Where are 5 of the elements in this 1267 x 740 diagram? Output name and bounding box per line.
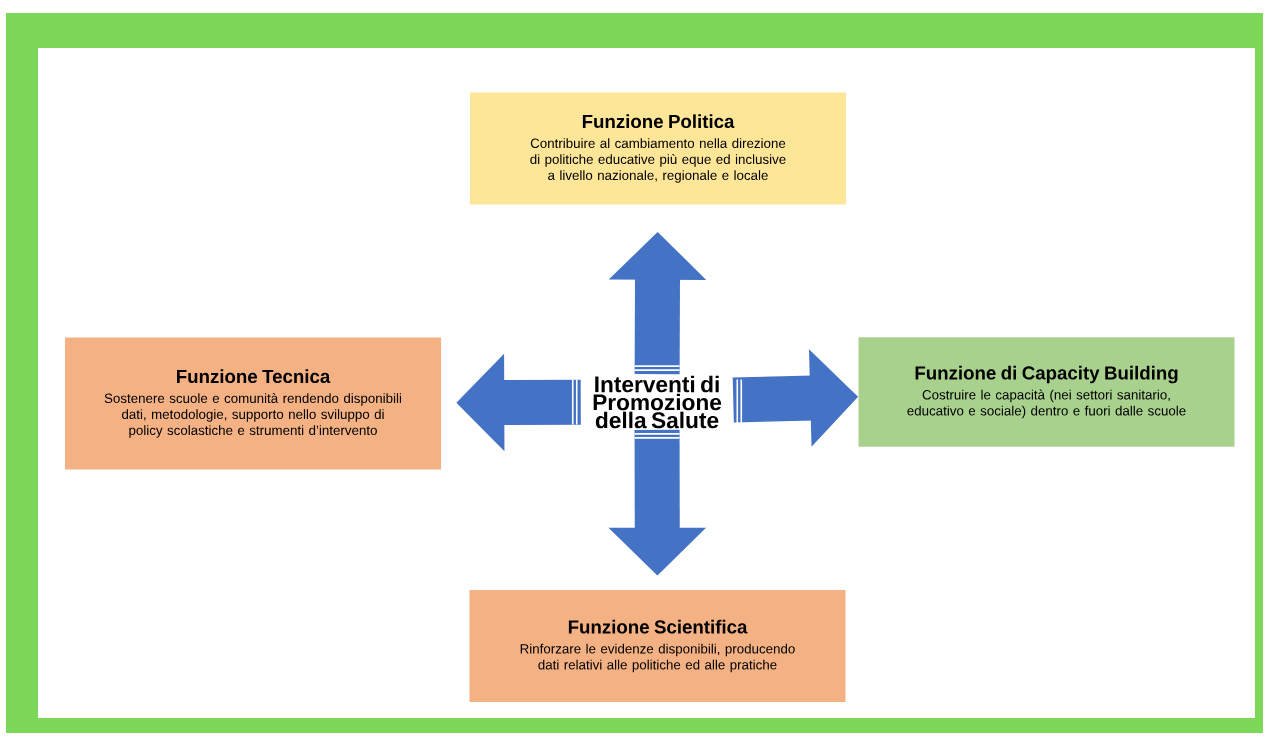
function-box: Funzione di Capacity Building Costruire le capacità (nei settori sanitario, educativo e sociale) dentro e fuori dalle scuole <box>858 337 1235 447</box>
function-box: Funzione Tecnica Sostenere scuole e comunità rendendo disponibili dati, metodologie, supporto nello sviluppo di policy scolastiche e strumenti d’intervento <box>65 337 441 470</box>
function-box: Funzione Politica Contribuire al cambiamento nella direzione di politiche educative più eque ed inclusive a livello nazionale, regionale e locale <box>470 92 846 205</box>
function-box: Funzione Scientifica Rinforzare le evidenze disponibili, producendo dati relativi alle politiche ed alle pratiche <box>469 590 846 702</box>
central-text: Interventi di Promozione della Salute <box>593 375 722 429</box>
